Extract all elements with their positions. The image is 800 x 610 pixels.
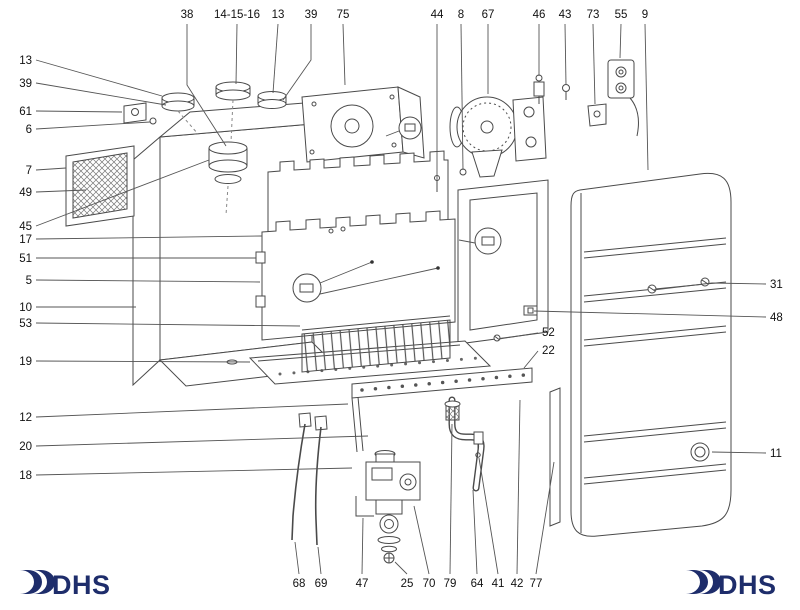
- part-label-13-left: 13: [19, 55, 32, 67]
- part-label-25: 25: [401, 578, 414, 590]
- top-right-small-parts: [533, 59, 639, 137]
- part-label-6: 6: [26, 124, 32, 136]
- part-label-75: 75: [337, 9, 350, 21]
- water-pipe: [444, 396, 485, 492]
- part-label-49: 49: [19, 187, 32, 199]
- part-label-39-top: 39: [305, 9, 318, 21]
- part-label-41: 41: [492, 578, 505, 590]
- part-label-61: 61: [19, 106, 32, 118]
- filter-panel: [65, 145, 135, 227]
- part-label-7: 7: [26, 165, 32, 177]
- ignition-electrodes: [291, 412, 328, 546]
- leader-lines: [35, 23, 767, 575]
- fan-housing: [301, 86, 425, 163]
- part-label-79: 79: [444, 578, 457, 590]
- part-label-11: 11: [770, 448, 782, 460]
- blower-assembly: [449, 96, 547, 178]
- part-label-18: 18: [19, 470, 32, 482]
- part-label-10: 10: [19, 302, 32, 314]
- part-label-5: 5: [26, 275, 32, 287]
- diagram-art: [65, 59, 732, 564]
- part-label-67: 67: [482, 9, 495, 21]
- dhs-logo-icon: [20, 570, 55, 594]
- part-label-48: 48: [770, 312, 783, 324]
- part-label-14-15-16: 14-15-16: [214, 9, 260, 21]
- part-label-55: 55: [615, 9, 628, 21]
- part-label-38: 38: [181, 9, 194, 21]
- logo-right: DHS: [686, 570, 777, 600]
- logo-left: DHS: [20, 570, 111, 600]
- heat-exchanger-fins: [301, 315, 451, 373]
- part-label-39-left: 39: [19, 78, 32, 90]
- part-label-42: 42: [511, 578, 524, 590]
- detail-balloons: [292, 116, 502, 303]
- fan-collar-cylinder: [208, 141, 248, 216]
- part-label-77: 77: [530, 578, 543, 590]
- gasket-strip: [549, 387, 561, 527]
- part-label-51: 51: [19, 253, 32, 265]
- part-label-43: 43: [559, 9, 572, 21]
- part-label-8: 8: [458, 9, 464, 21]
- detail-balloon: [474, 227, 502, 255]
- part-label-9: 9: [642, 9, 648, 21]
- part-labels: 38 14-15-16 13 39 75 44 8 67 46 43 73 55…: [19, 9, 783, 590]
- detail-balloon: [292, 273, 322, 303]
- part-label-70: 70: [423, 578, 436, 590]
- part-label-46: 46: [533, 9, 546, 21]
- gas-valve-assembly: [351, 396, 421, 564]
- part-label-52: 52: [542, 327, 555, 339]
- part-label-53: 53: [19, 318, 32, 330]
- part-label-31: 31: [770, 279, 783, 291]
- front-door-panel: [570, 172, 732, 537]
- part-label-19: 19: [19, 356, 32, 368]
- part-label-20: 20: [19, 441, 32, 453]
- detail-balloon: [398, 116, 422, 140]
- dhs-logo-icon: [686, 570, 721, 594]
- part-label-73: 73: [587, 9, 600, 21]
- dhs-logo-text: DHS: [52, 570, 111, 600]
- part-label-45: 45: [19, 221, 32, 233]
- flue-collars: [161, 81, 287, 143]
- part-label-69: 69: [315, 578, 328, 590]
- door-knob: [690, 442, 710, 462]
- burner-manifold: [351, 334, 533, 399]
- part-label-68: 68: [293, 578, 306, 590]
- dhs-logo-text: DHS: [718, 570, 777, 600]
- part-label-44: 44: [431, 9, 444, 21]
- bracket-61: [123, 102, 147, 124]
- part-label-17: 17: [19, 234, 32, 246]
- part-label-64: 64: [471, 578, 484, 590]
- inner-panel: [434, 168, 549, 345]
- part-label-13-top: 13: [272, 9, 285, 21]
- part-label-22: 22: [542, 345, 555, 357]
- part-label-12: 12: [19, 412, 32, 424]
- part-label-47: 47: [356, 578, 369, 590]
- front-chamber-panel: [255, 210, 456, 341]
